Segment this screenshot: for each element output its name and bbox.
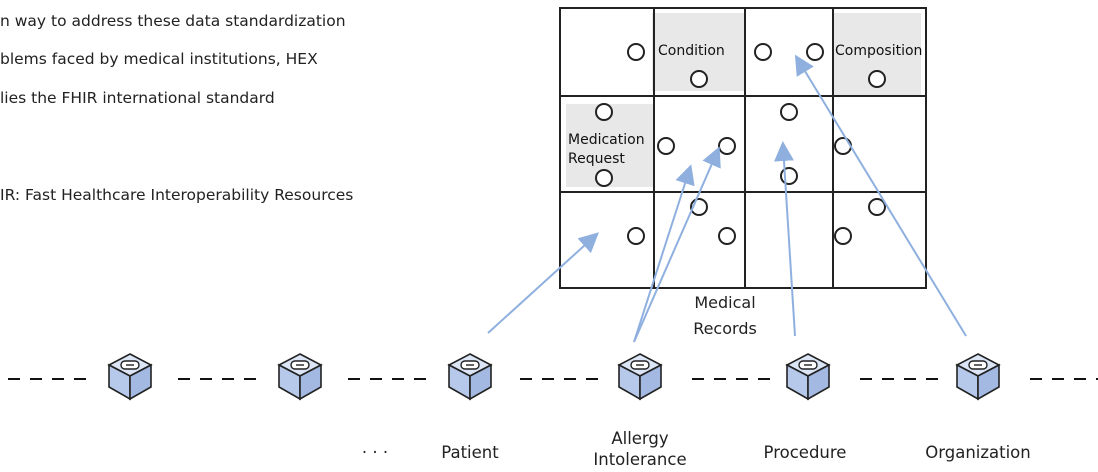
- medical-records-line2: Records: [693, 319, 757, 338]
- block-cubes: [108, 353, 1000, 400]
- puzzle-tab: [690, 70, 708, 88]
- mapping-arrows: [487, 54, 967, 343]
- puzzle-tab: [627, 43, 645, 61]
- puzzle-tabs: [595, 43, 886, 245]
- medical-records-title: Medical Records: [680, 290, 770, 342]
- intro-line-1: n way to address these data standardizat…: [0, 12, 346, 30]
- allergy-line2: Intolerance: [593, 450, 687, 469]
- puzzle-tab: [754, 43, 772, 61]
- puzzle-tab: [868, 198, 886, 216]
- puzzle-tab: [868, 70, 886, 88]
- medical-records-line1: Medical: [694, 293, 756, 312]
- patient-arrow: [487, 232, 599, 334]
- puzzle-tab: [718, 137, 736, 155]
- fhir-footnote: IR: Fast Healthcare Interoperability Res…: [0, 186, 354, 204]
- medication-label-line2: Request: [568, 151, 625, 167]
- intro-line-3: lies the FHIR international standard: [0, 89, 275, 107]
- puzzle-tab: [657, 137, 675, 155]
- allergy-intolerance-label: Allergy Intolerance: [580, 428, 700, 470]
- medication-label-line1: Medication: [568, 132, 645, 148]
- puzzle-grid: [559, 7, 927, 289]
- block-cube-icon: [108, 353, 152, 400]
- patient-label: Patient: [441, 443, 499, 462]
- puzzle-tab: [595, 169, 613, 187]
- organization-label: Organization: [925, 443, 1031, 462]
- puzzle-tab: [834, 137, 852, 155]
- allergy-line1: Allergy: [611, 429, 669, 448]
- puzzle-tab: [718, 227, 736, 245]
- procedure-label: Procedure: [763, 443, 847, 462]
- organization-arrow: [794, 54, 967, 337]
- allergy-arrow-2: [633, 146, 721, 343]
- puzzle-tab: [834, 227, 852, 245]
- puzzle-tab: [627, 227, 645, 245]
- puzzle-tab: [780, 103, 798, 121]
- procedure-arrow: [774, 141, 796, 337]
- puzzle-tab: [780, 167, 798, 185]
- block-cube-icon: [448, 353, 492, 400]
- allergy-arrow: [633, 164, 695, 343]
- block-cube-icon: [278, 353, 322, 400]
- intro-line-2: blems faced by medical institutions, HEX: [0, 50, 318, 68]
- composition-label: Composition: [835, 43, 923, 59]
- puzzle-tab: [595, 103, 613, 121]
- ellipsis-label: · · ·: [361, 443, 389, 462]
- block-cube-icon: [618, 353, 662, 400]
- puzzle-border: [559, 7, 927, 289]
- condition-label: Condition: [658, 43, 725, 59]
- block-cube-icon: [956, 353, 1000, 400]
- block-cube-icon: [786, 353, 830, 400]
- puzzle-tab: [806, 43, 824, 61]
